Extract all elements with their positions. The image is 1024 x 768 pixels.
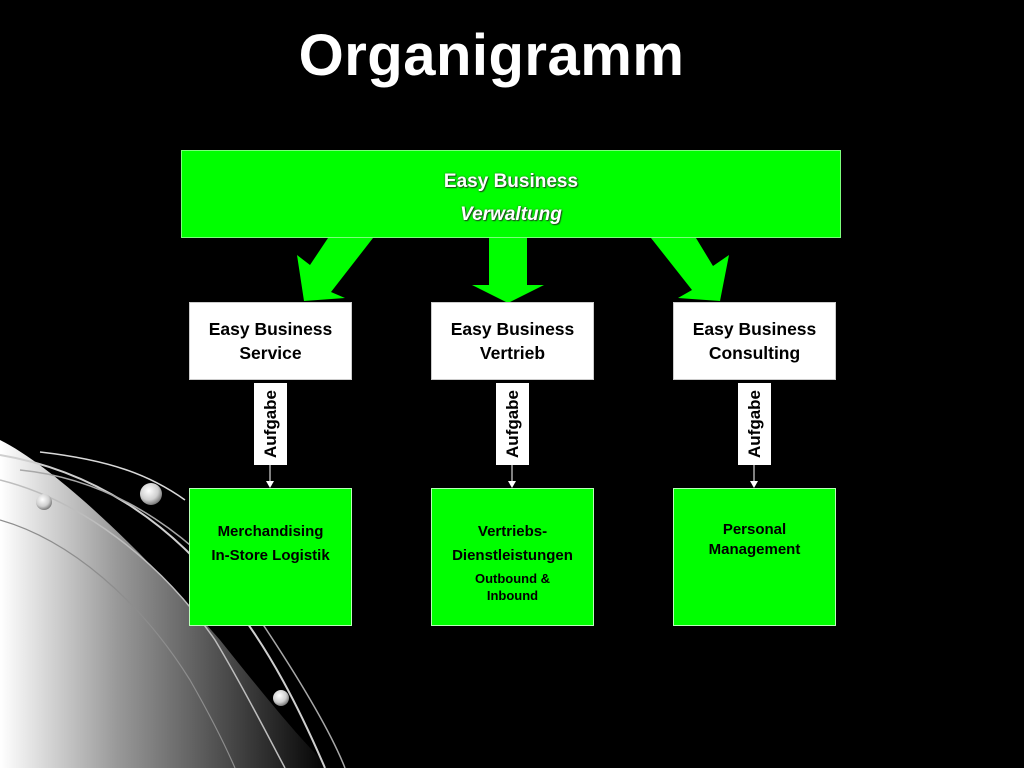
aufgabe-tag: Aufgabe bbox=[254, 383, 287, 465]
task-line: Vertriebs- bbox=[477, 523, 548, 540]
task-line: Merchandising bbox=[217, 523, 324, 540]
top-node-verwaltung: Easy Business Verwaltung bbox=[181, 150, 841, 238]
task-line: In-Store Logistik bbox=[211, 547, 330, 564]
dept-name-line1: Easy Business bbox=[692, 319, 817, 339]
dept-name-line1: Easy Business bbox=[208, 319, 333, 339]
top-node-name: Easy Business bbox=[443, 171, 579, 192]
aufgabe-label: Aufgabe bbox=[502, 390, 522, 458]
task-line: Dienstleistungen bbox=[452, 547, 573, 564]
arrow-right-down bbox=[651, 238, 729, 301]
arrow-center-down bbox=[472, 238, 544, 303]
dept-node-service: Easy Business Service bbox=[189, 302, 352, 380]
task-subline: Outbound & Inbound bbox=[474, 571, 551, 603]
dept-name-line2: Vertrieb bbox=[479, 343, 546, 363]
small-arrow bbox=[750, 481, 758, 488]
task-node-vertriebs-dienstleistungen: Vertriebs- Dienstleistungen Outbound & I… bbox=[431, 488, 594, 626]
top-node-subtitle: Verwaltung bbox=[460, 204, 562, 225]
decor-sphere bbox=[140, 483, 162, 505]
decor-sphere bbox=[36, 494, 52, 510]
page-title: Organigramm bbox=[298, 23, 685, 88]
task-node-merchandising: Merchandising In-Store Logistik bbox=[189, 488, 352, 626]
arrow-left-down bbox=[297, 238, 373, 301]
aufgabe-tag: Aufgabe bbox=[738, 383, 771, 465]
task-node-personal-management: Personal Management bbox=[673, 488, 836, 626]
small-arrow bbox=[266, 481, 274, 488]
dept-node-vertrieb: Easy Business Vertrieb bbox=[431, 302, 594, 380]
dept-name-line1: Easy Business bbox=[450, 319, 575, 339]
aufgabe-label: Aufgabe bbox=[744, 390, 764, 458]
decor-sphere bbox=[273, 690, 289, 706]
dept-name-line2: Consulting bbox=[708, 343, 801, 363]
aufgabe-label: Aufgabe bbox=[260, 390, 280, 458]
aufgabe-tag: Aufgabe bbox=[496, 383, 529, 465]
task-line: Personal Management bbox=[708, 521, 801, 558]
dept-node-consulting: Easy Business Consulting bbox=[673, 302, 836, 380]
small-arrow bbox=[508, 481, 516, 488]
dept-name-line2: Service bbox=[239, 343, 302, 363]
